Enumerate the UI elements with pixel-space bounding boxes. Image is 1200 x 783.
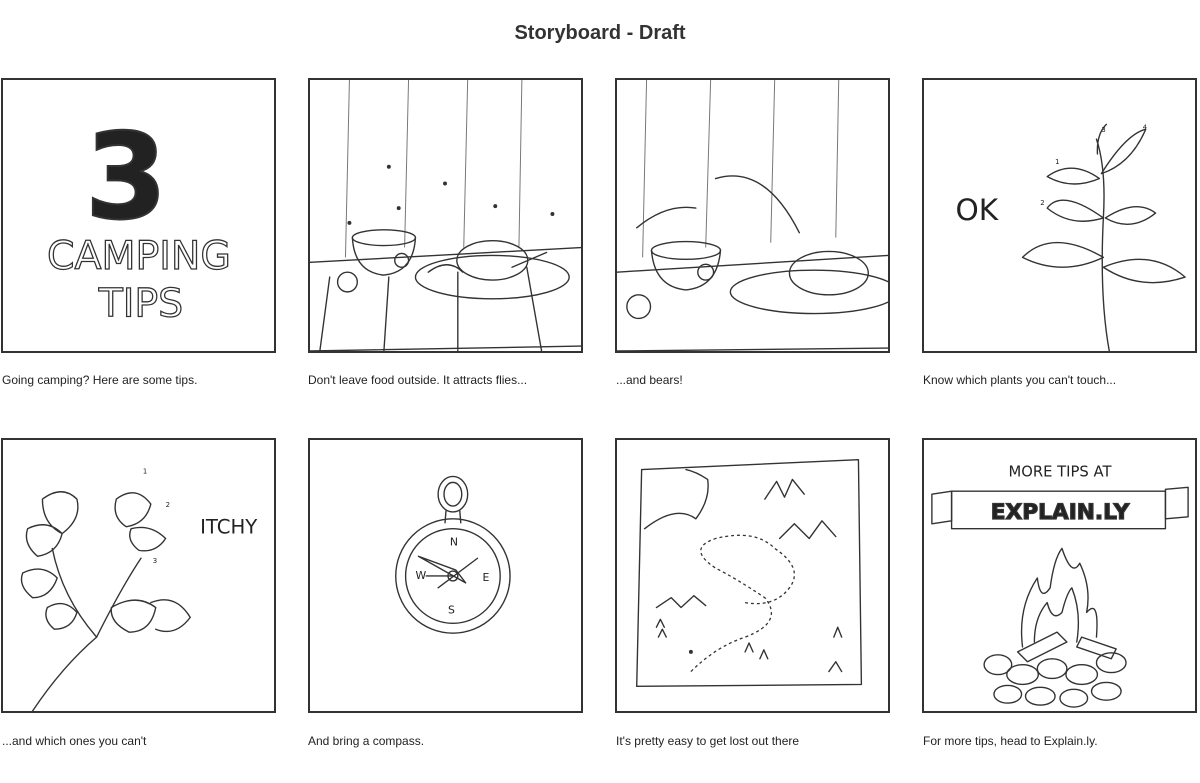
panel-2-caption: Don't leave food outside. It attracts fl… bbox=[308, 373, 528, 387]
panel-6-caption: And bring a compass. bbox=[308, 734, 425, 748]
tips-word: TIPS bbox=[98, 281, 183, 327]
camping-word: CAMPING bbox=[47, 233, 231, 279]
page-title: Storyboard - Draft bbox=[514, 22, 686, 44]
svg-text:2: 2 bbox=[166, 501, 170, 509]
svg-text:N: N bbox=[450, 535, 458, 548]
food-flies-sketch bbox=[310, 80, 581, 351]
svg-text:W: W bbox=[415, 569, 426, 582]
ok-label: OK bbox=[956, 193, 999, 227]
svg-text:3: 3 bbox=[153, 557, 157, 565]
panel-1-caption: Going camping? Here are some tips. bbox=[2, 373, 198, 387]
storyboard-panel-7[interactable] bbox=[615, 438, 890, 713]
storyboard-panel-2[interactable] bbox=[308, 78, 583, 353]
safe-plant-sketch: OK 1 2 3 4 bbox=[956, 123, 1186, 351]
itchy-plant-sketch: ITCHY 1 2 3 bbox=[20, 468, 258, 711]
storyboard-panel-5[interactable]: ITCHY 1 2 3 bbox=[1, 438, 276, 713]
campfire-sketch: MORE TIPS AT EXPLAIN.LY bbox=[931, 463, 1189, 708]
map-sketch bbox=[636, 459, 863, 688]
svg-text:E: E bbox=[482, 571, 489, 584]
camping-tips-sketch: 3 CAMPING TIPS bbox=[46, 107, 231, 327]
svg-text:1: 1 bbox=[1055, 158, 1059, 166]
svg-text:1: 1 bbox=[143, 468, 147, 476]
storyboard-panel-8[interactable]: MORE TIPS AT EXPLAIN.LY bbox=[922, 438, 1197, 713]
number-three-drawing: 3 bbox=[85, 108, 167, 246]
panel-3-caption: ...and bears! bbox=[616, 373, 683, 387]
svg-text:3: 3 bbox=[1101, 126, 1105, 134]
svg-text:S: S bbox=[448, 603, 455, 616]
itchy-label: ITCHY bbox=[200, 516, 258, 539]
compass-sketch: N S E W bbox=[395, 475, 511, 634]
storyboard-panel-3[interactable] bbox=[615, 78, 890, 353]
storyboard-panel-1[interactable]: 3 CAMPING TIPS bbox=[1, 78, 276, 353]
bears-sketch bbox=[617, 80, 888, 351]
more-tips-label: MORE TIPS AT bbox=[1009, 463, 1113, 480]
panel-4-caption: Know which plants you can't touch... bbox=[923, 373, 1117, 387]
panel-5-caption: ...and which ones you can't bbox=[2, 734, 147, 748]
svg-text:4: 4 bbox=[1143, 123, 1147, 131]
panel-8-caption: For more tips, head to Explain.ly. bbox=[923, 734, 1098, 748]
panel-7-caption: It's pretty easy to get lost out there bbox=[616, 734, 800, 748]
storyboard-panel-4[interactable]: OK 1 2 3 4 bbox=[922, 78, 1197, 353]
explainly-banner-text: EXPLAIN.LY bbox=[991, 500, 1130, 525]
storyboard-panel-6[interactable]: N S E W bbox=[308, 438, 583, 713]
svg-text:2: 2 bbox=[1040, 199, 1044, 207]
